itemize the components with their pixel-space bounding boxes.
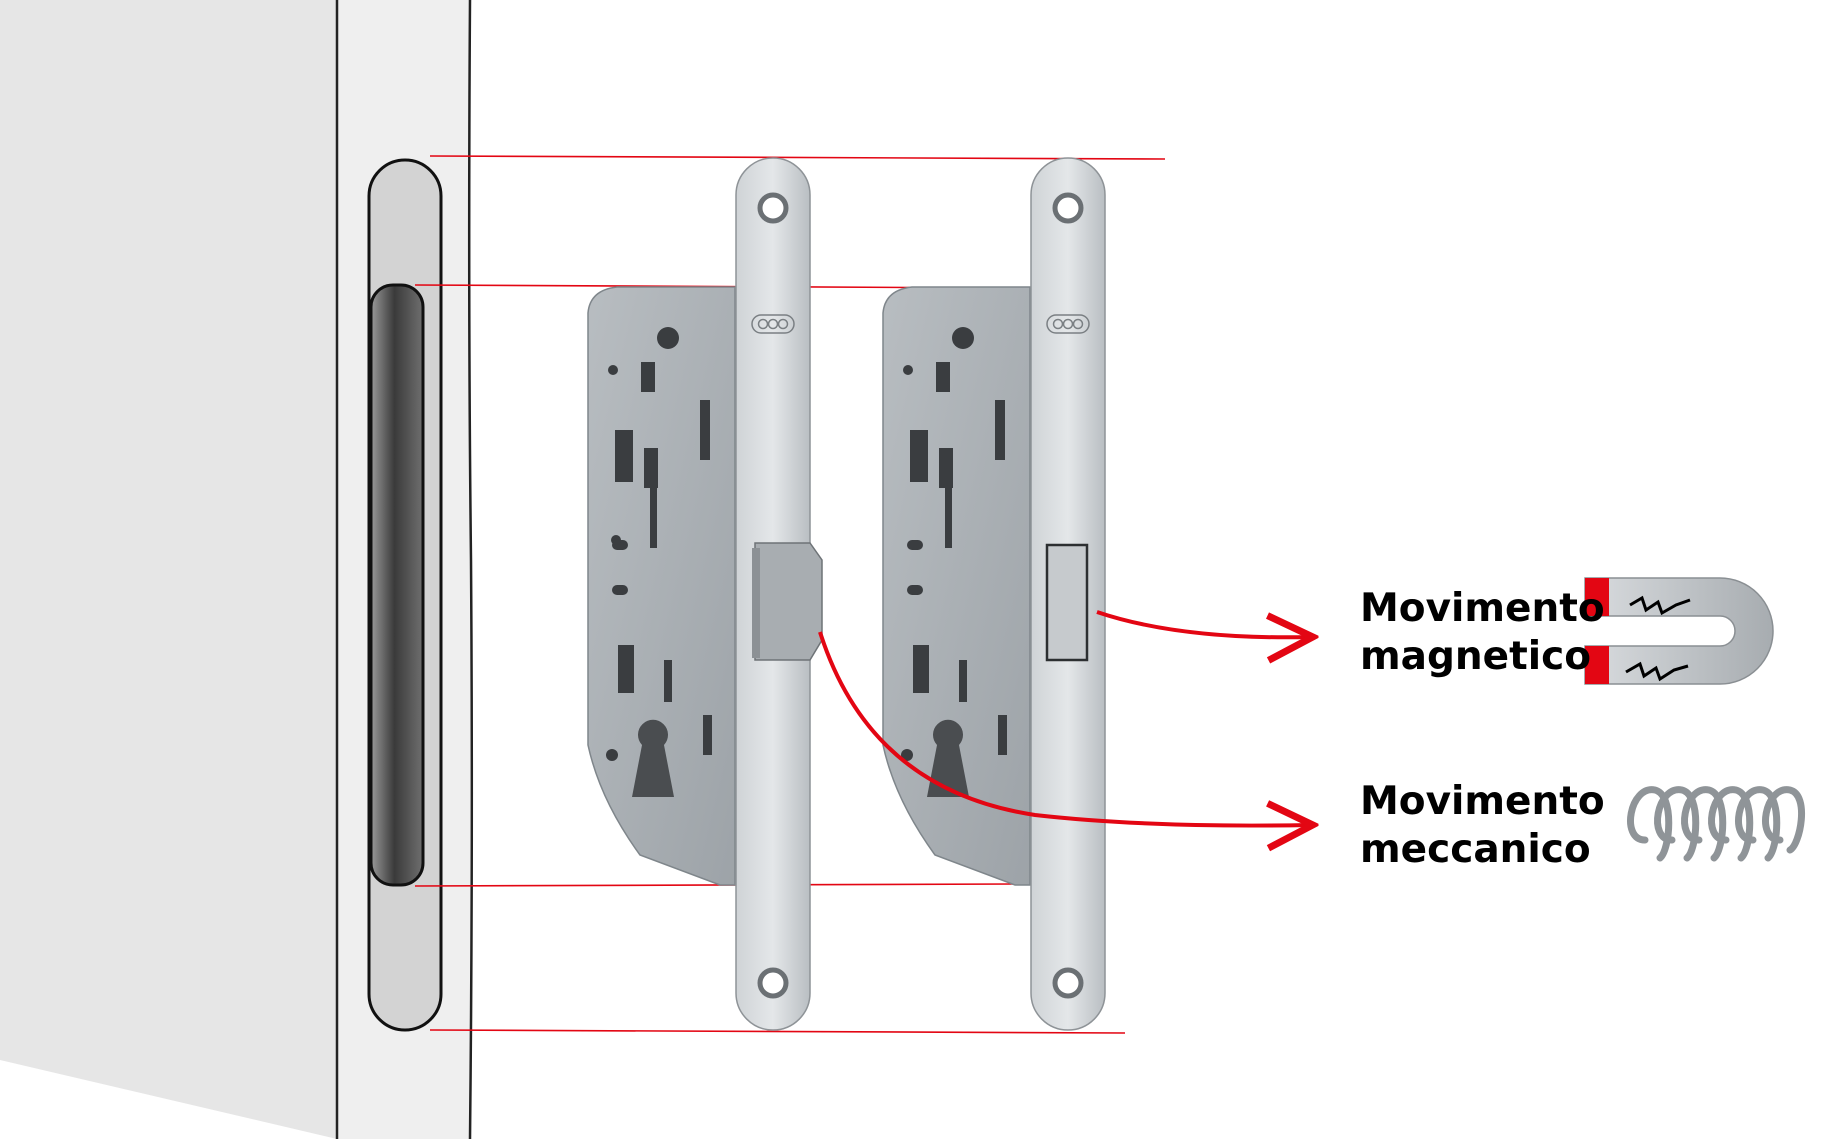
label-magnetic-movement: Movimento magnetico	[1360, 585, 1605, 681]
screw-hole-top	[1052, 192, 1084, 224]
guide-line-body-bottom	[414, 883, 1016, 887]
lock-body-cutouts	[606, 327, 712, 761]
magnetic-latch-recess	[1045, 543, 1089, 662]
label-mechanical-movement: Movimento meccanico	[1360, 778, 1605, 874]
screw-hole-top	[757, 192, 789, 224]
lock-magnetic	[882, 157, 1106, 1031]
wave-icon	[1625, 595, 1691, 682]
lock-body-cutouts	[901, 327, 1007, 761]
guide-line-top	[429, 155, 1166, 160]
label-mechanical-line2: meccanico	[1360, 827, 1591, 872]
cylinder-hole	[927, 719, 969, 797]
guide-line-bottom	[429, 1029, 1126, 1034]
lock-mechanical	[587, 157, 823, 1031]
latch-bolt	[754, 542, 823, 661]
brand-logo	[1046, 314, 1090, 334]
label-magnetic-line1: Movimento	[1360, 586, 1605, 631]
spring-icon	[1627, 786, 1806, 862]
screw-hole-bottom	[757, 967, 789, 999]
arrow-mechanical	[818, 631, 1310, 826]
screw-hole-bottom	[1052, 967, 1084, 999]
arrow-magnetic	[1096, 610, 1310, 637]
brand-logo	[751, 314, 795, 334]
cylinder-hole	[632, 719, 674, 797]
label-magnetic-line2: magnetico	[1360, 634, 1592, 679]
mortise-pocket	[367, 158, 443, 1032]
label-mechanical-line1: Movimento	[1360, 779, 1605, 824]
